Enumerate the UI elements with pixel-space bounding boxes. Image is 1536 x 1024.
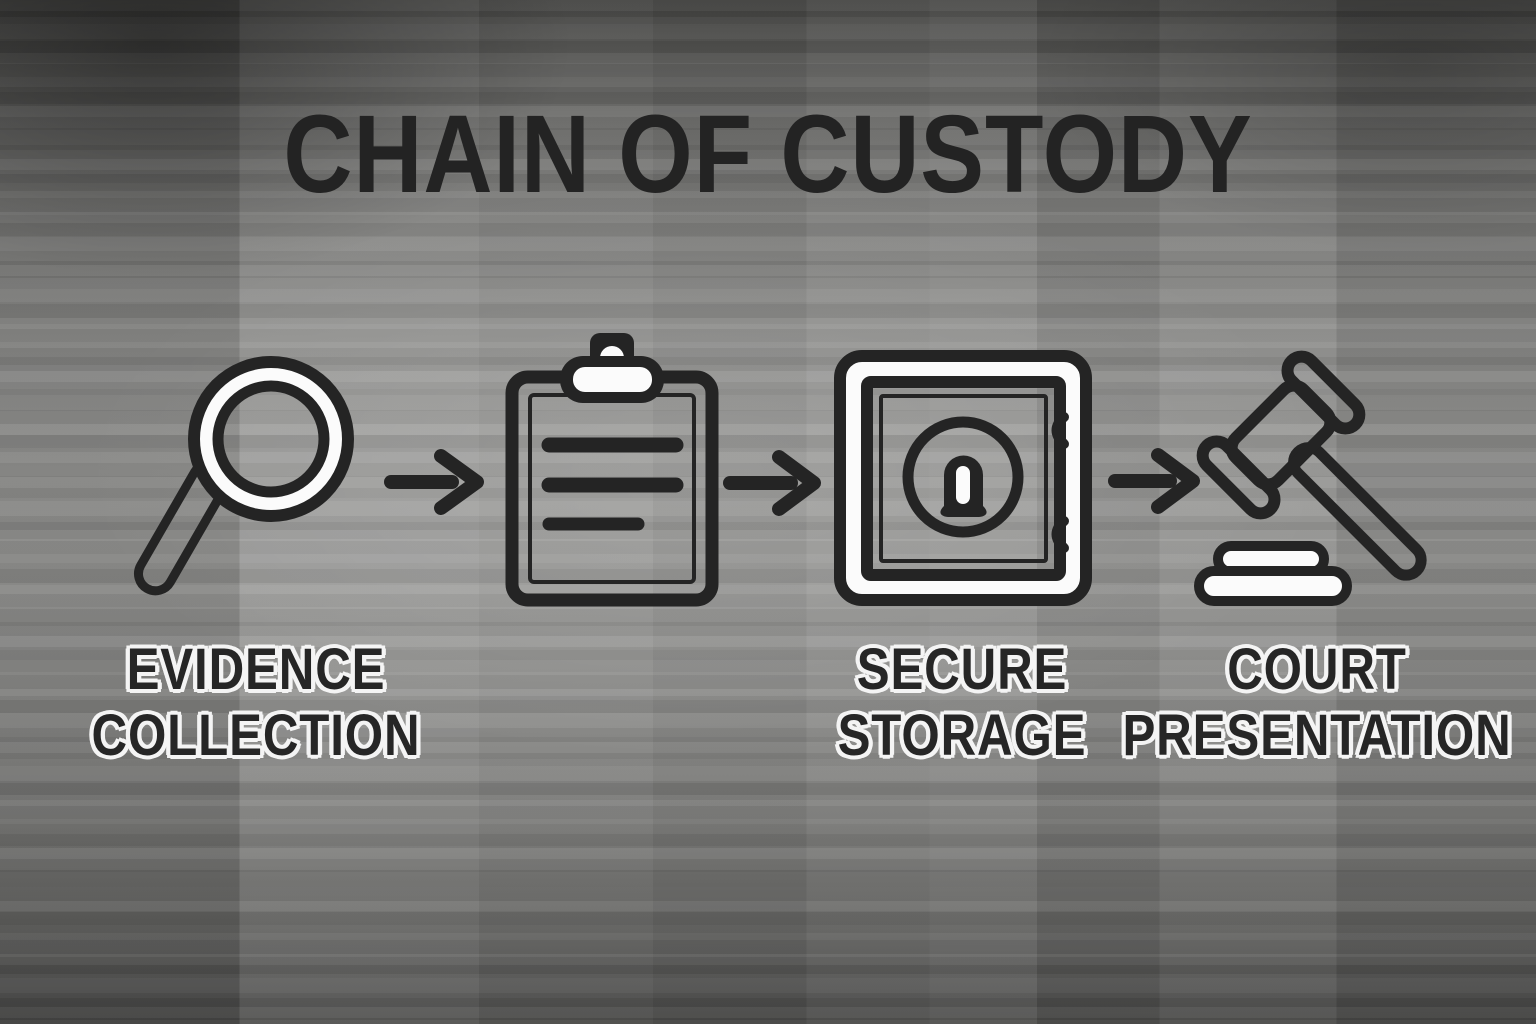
gavel-icon xyxy=(1194,350,1427,606)
arrow-right-icon xyxy=(1108,448,1200,514)
clipboard-icon xyxy=(505,333,719,607)
arrow-right-icon xyxy=(723,450,821,516)
page-title-text: CHAIN OF CUSTODY xyxy=(283,93,1253,216)
label-line: STORAGE xyxy=(837,703,1087,768)
arrow-right-icon xyxy=(384,449,484,515)
label-evidence-collection: EVIDENCE COLLECTION xyxy=(0,637,536,769)
label-line: COLLECTION xyxy=(91,703,421,768)
label-line: SECURE xyxy=(856,637,1068,702)
label-line: EVIDENCE xyxy=(126,637,386,702)
label-court-presentation: COURT PRESENTATION xyxy=(1037,637,1536,769)
label-secure-storage: SECURE STORAGE xyxy=(682,637,1242,769)
label-line: COURT xyxy=(1227,637,1407,702)
safe-icon xyxy=(834,350,1092,606)
label-line: PRESENTATION xyxy=(1122,703,1512,768)
magnifying-glass-icon xyxy=(134,356,354,596)
page-title: CHAIN OF CUSTODY xyxy=(0,95,1536,215)
